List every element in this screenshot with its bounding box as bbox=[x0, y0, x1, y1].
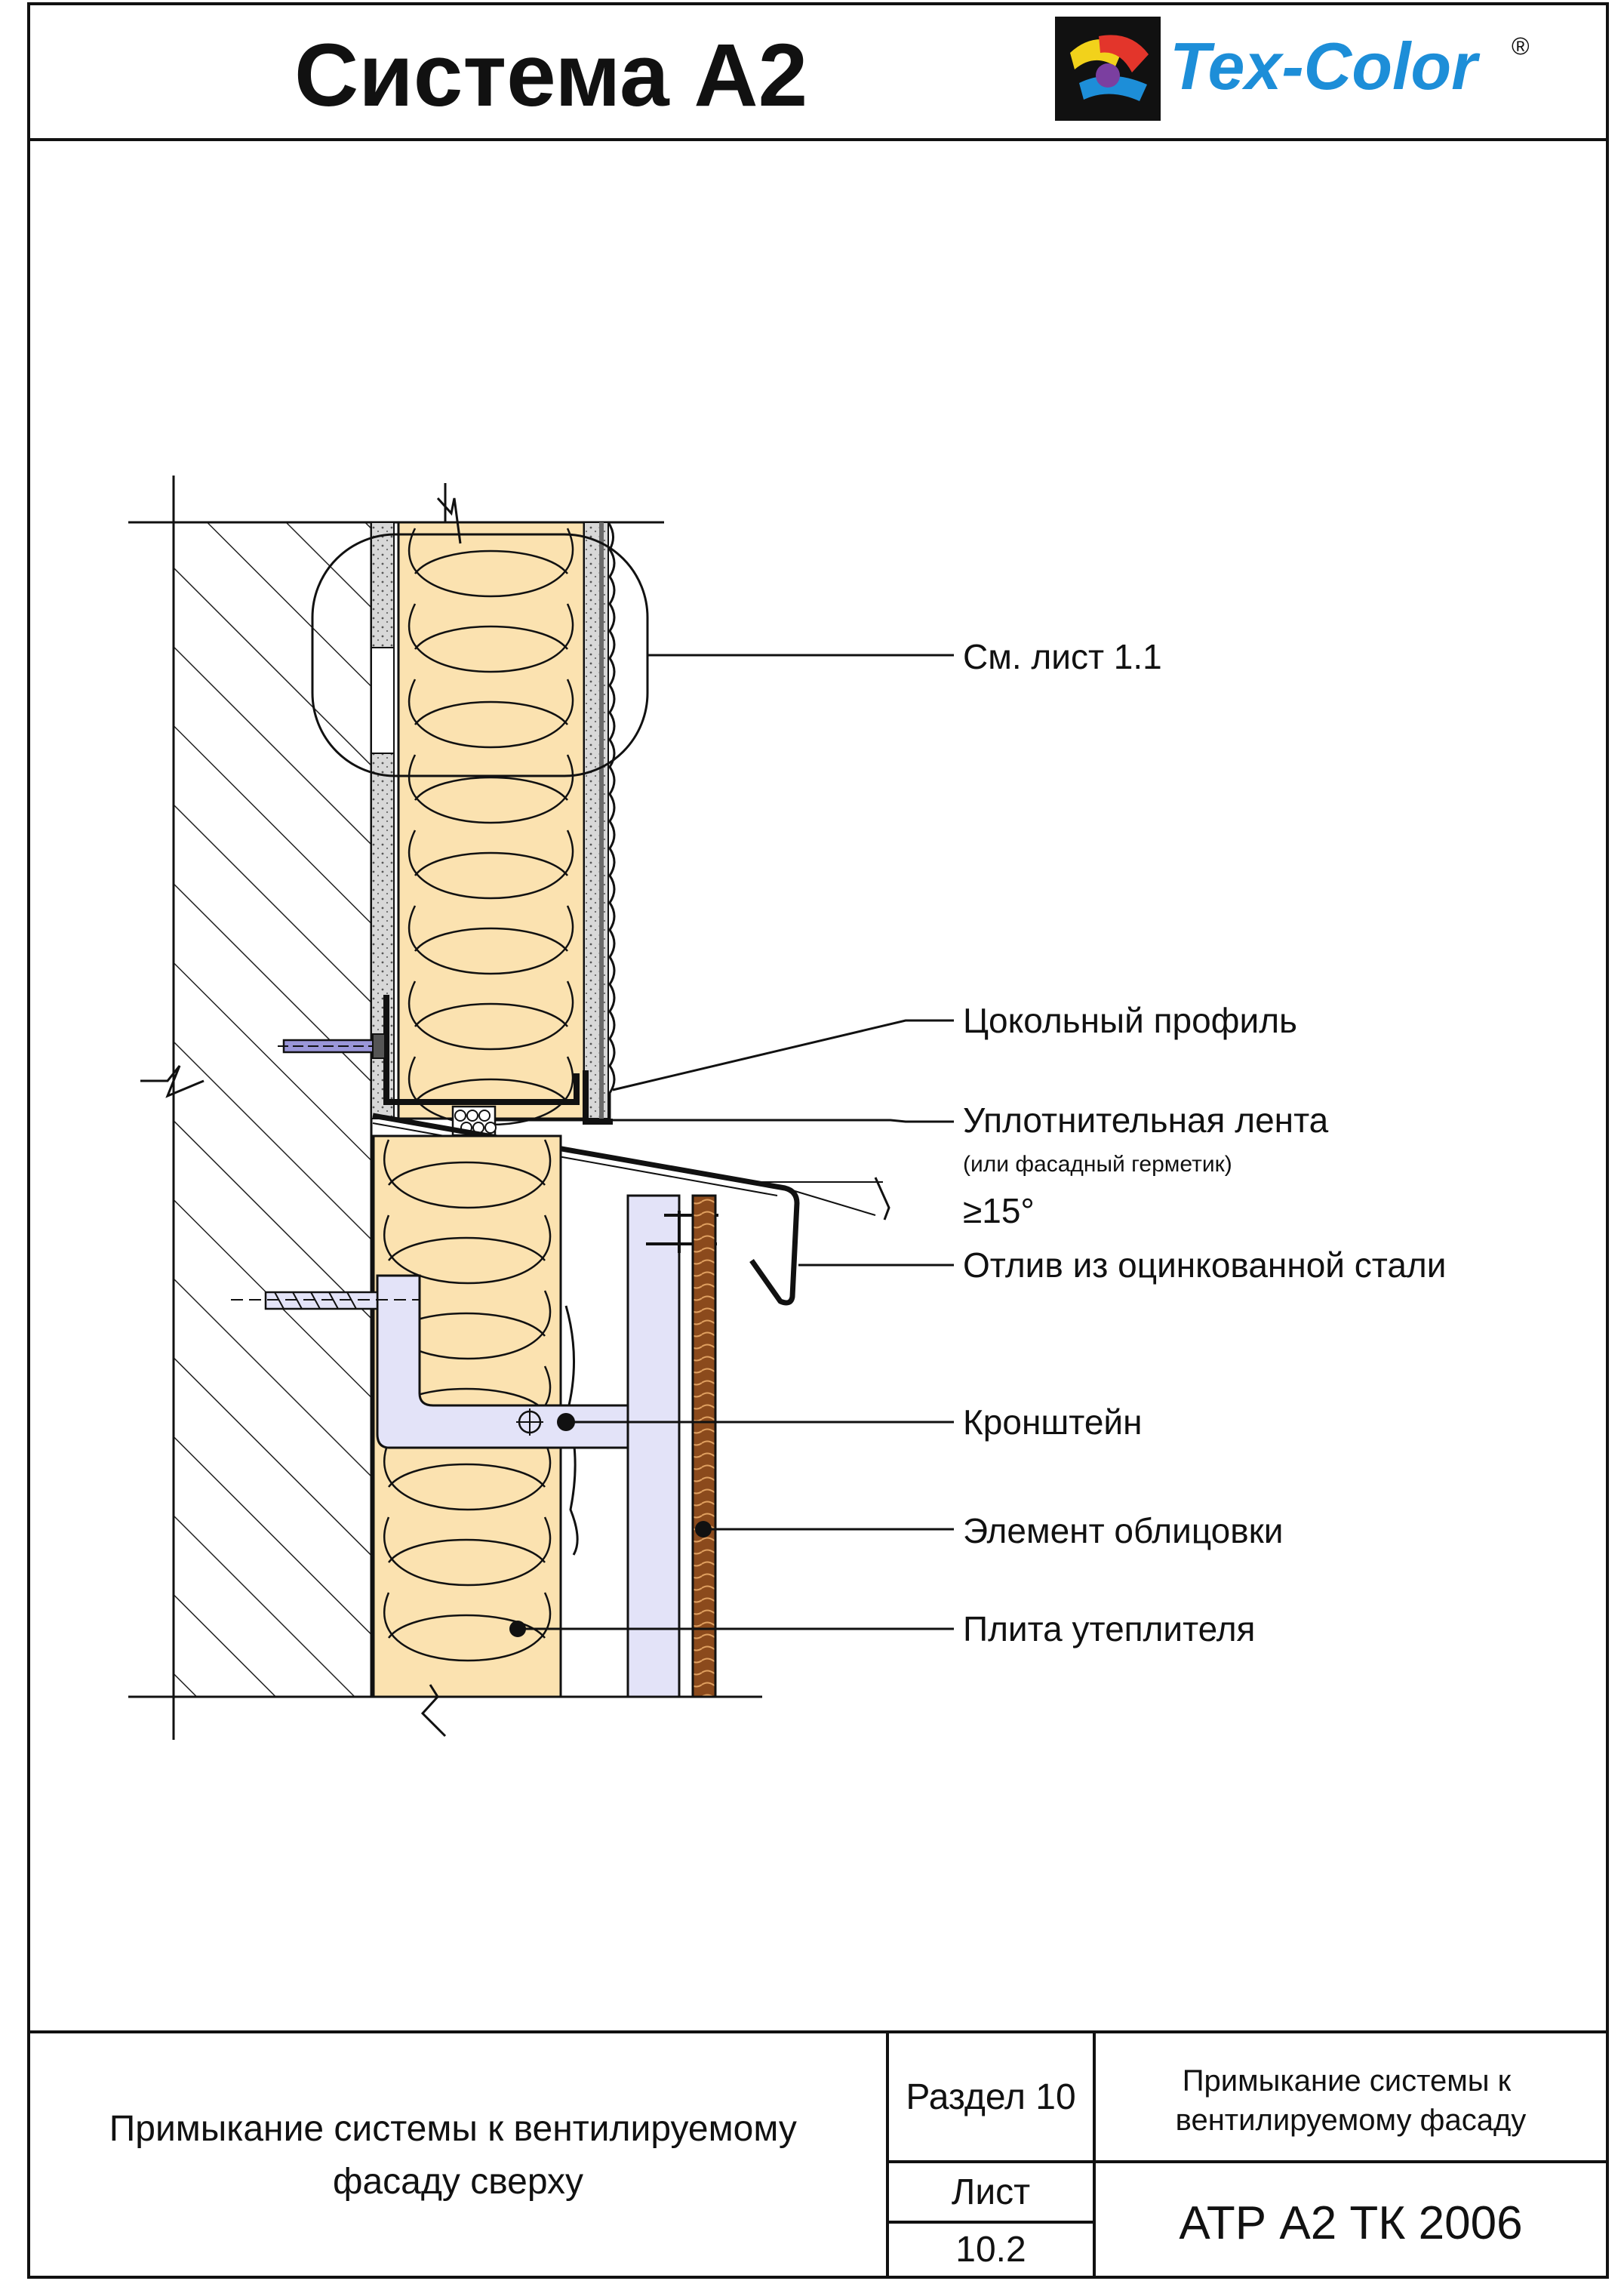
subframe-rail bbox=[626, 1194, 681, 1698]
callout-sealing-tape: Уплотнительная лента bbox=[963, 1100, 1329, 1140]
slope-break-symbol bbox=[874, 1177, 890, 1221]
leader-dot-cladding bbox=[695, 1521, 712, 1538]
short-title-line-1: Примыкание системы к bbox=[1183, 2064, 1512, 2098]
title-block bbox=[29, 2030, 1607, 2277]
leader-sealing-tape bbox=[495, 1119, 954, 1123]
callout-drip: Отлив из оцинкованной стали bbox=[963, 1245, 1446, 1285]
base-coat-layer bbox=[583, 522, 609, 1119]
detail-drawing bbox=[128, 476, 890, 1740]
cladding-panel bbox=[691, 1194, 717, 1698]
short-title: Примыкание системы к вентилируемому фаса… bbox=[1176, 2064, 1527, 2137]
sheet-border bbox=[27, 2, 1609, 2279]
adhesive-layer bbox=[371, 522, 395, 1119]
callout-sealing-tape-note: (или фасадный герметик) bbox=[963, 1152, 1232, 1177]
sheet-label: Лист bbox=[952, 2172, 1030, 2212]
brand-logo: Tex-Color ® bbox=[1055, 17, 1530, 121]
leader-lines bbox=[495, 654, 954, 1630]
slope-guide-angle bbox=[784, 1187, 876, 1216]
drawing-description-line-2: фасаду сверху bbox=[333, 2162, 583, 2202]
masonry-wall bbox=[172, 521, 373, 1698]
callout-see-sheet: См. лист 1.1 bbox=[963, 637, 1162, 676]
adhesive-gap bbox=[371, 647, 395, 754]
logo-icon bbox=[1070, 35, 1149, 101]
reinforcing-mesh bbox=[599, 522, 604, 1119]
bracket-bolt-cross bbox=[516, 1408, 543, 1436]
registered-mark: ® bbox=[1512, 32, 1530, 60]
callout-bracket: Кронштейн bbox=[963, 1402, 1143, 1442]
short-title-line-2: вентилируемому фасаду bbox=[1176, 2104, 1527, 2137]
decorative-render bbox=[607, 522, 616, 1119]
drawing-description: Примыкание системы к вентилируемому фаса… bbox=[109, 2109, 807, 2202]
lower-insulation-fibers bbox=[383, 1139, 552, 1662]
drawing-description-line-1: Примыкание системы к вентилируемому bbox=[109, 2109, 797, 2149]
dowel-head bbox=[372, 1033, 386, 1059]
insulation-break-bottom bbox=[420, 1684, 447, 1738]
insulation-break-top bbox=[436, 483, 462, 544]
brand-name: Tex-Color bbox=[1170, 29, 1481, 103]
leader-dot-insulation bbox=[509, 1621, 526, 1637]
section-label: Раздел 10 bbox=[906, 2077, 1075, 2117]
upper-insulation-board bbox=[397, 521, 586, 1120]
drawing-code: АТР А2 ТК 2006 bbox=[1179, 2197, 1522, 2249]
callout-plinth-profile: Цокольный профиль bbox=[963, 1001, 1297, 1040]
page-title: Система А2 bbox=[294, 26, 807, 125]
callout-insulation: Плита утеплителя bbox=[963, 1609, 1255, 1648]
callout-slope: ≥15° bbox=[963, 1191, 1035, 1230]
wall-break-symbol bbox=[140, 1065, 205, 1098]
plinth-profile bbox=[383, 995, 613, 1125]
sheet-number: 10.2 bbox=[955, 2230, 1026, 2270]
upper-insulation-fibers bbox=[408, 528, 574, 1126]
leader-plinth-profile bbox=[612, 1019, 954, 1091]
callout-cladding: Элемент облицовки bbox=[963, 1511, 1284, 1550]
